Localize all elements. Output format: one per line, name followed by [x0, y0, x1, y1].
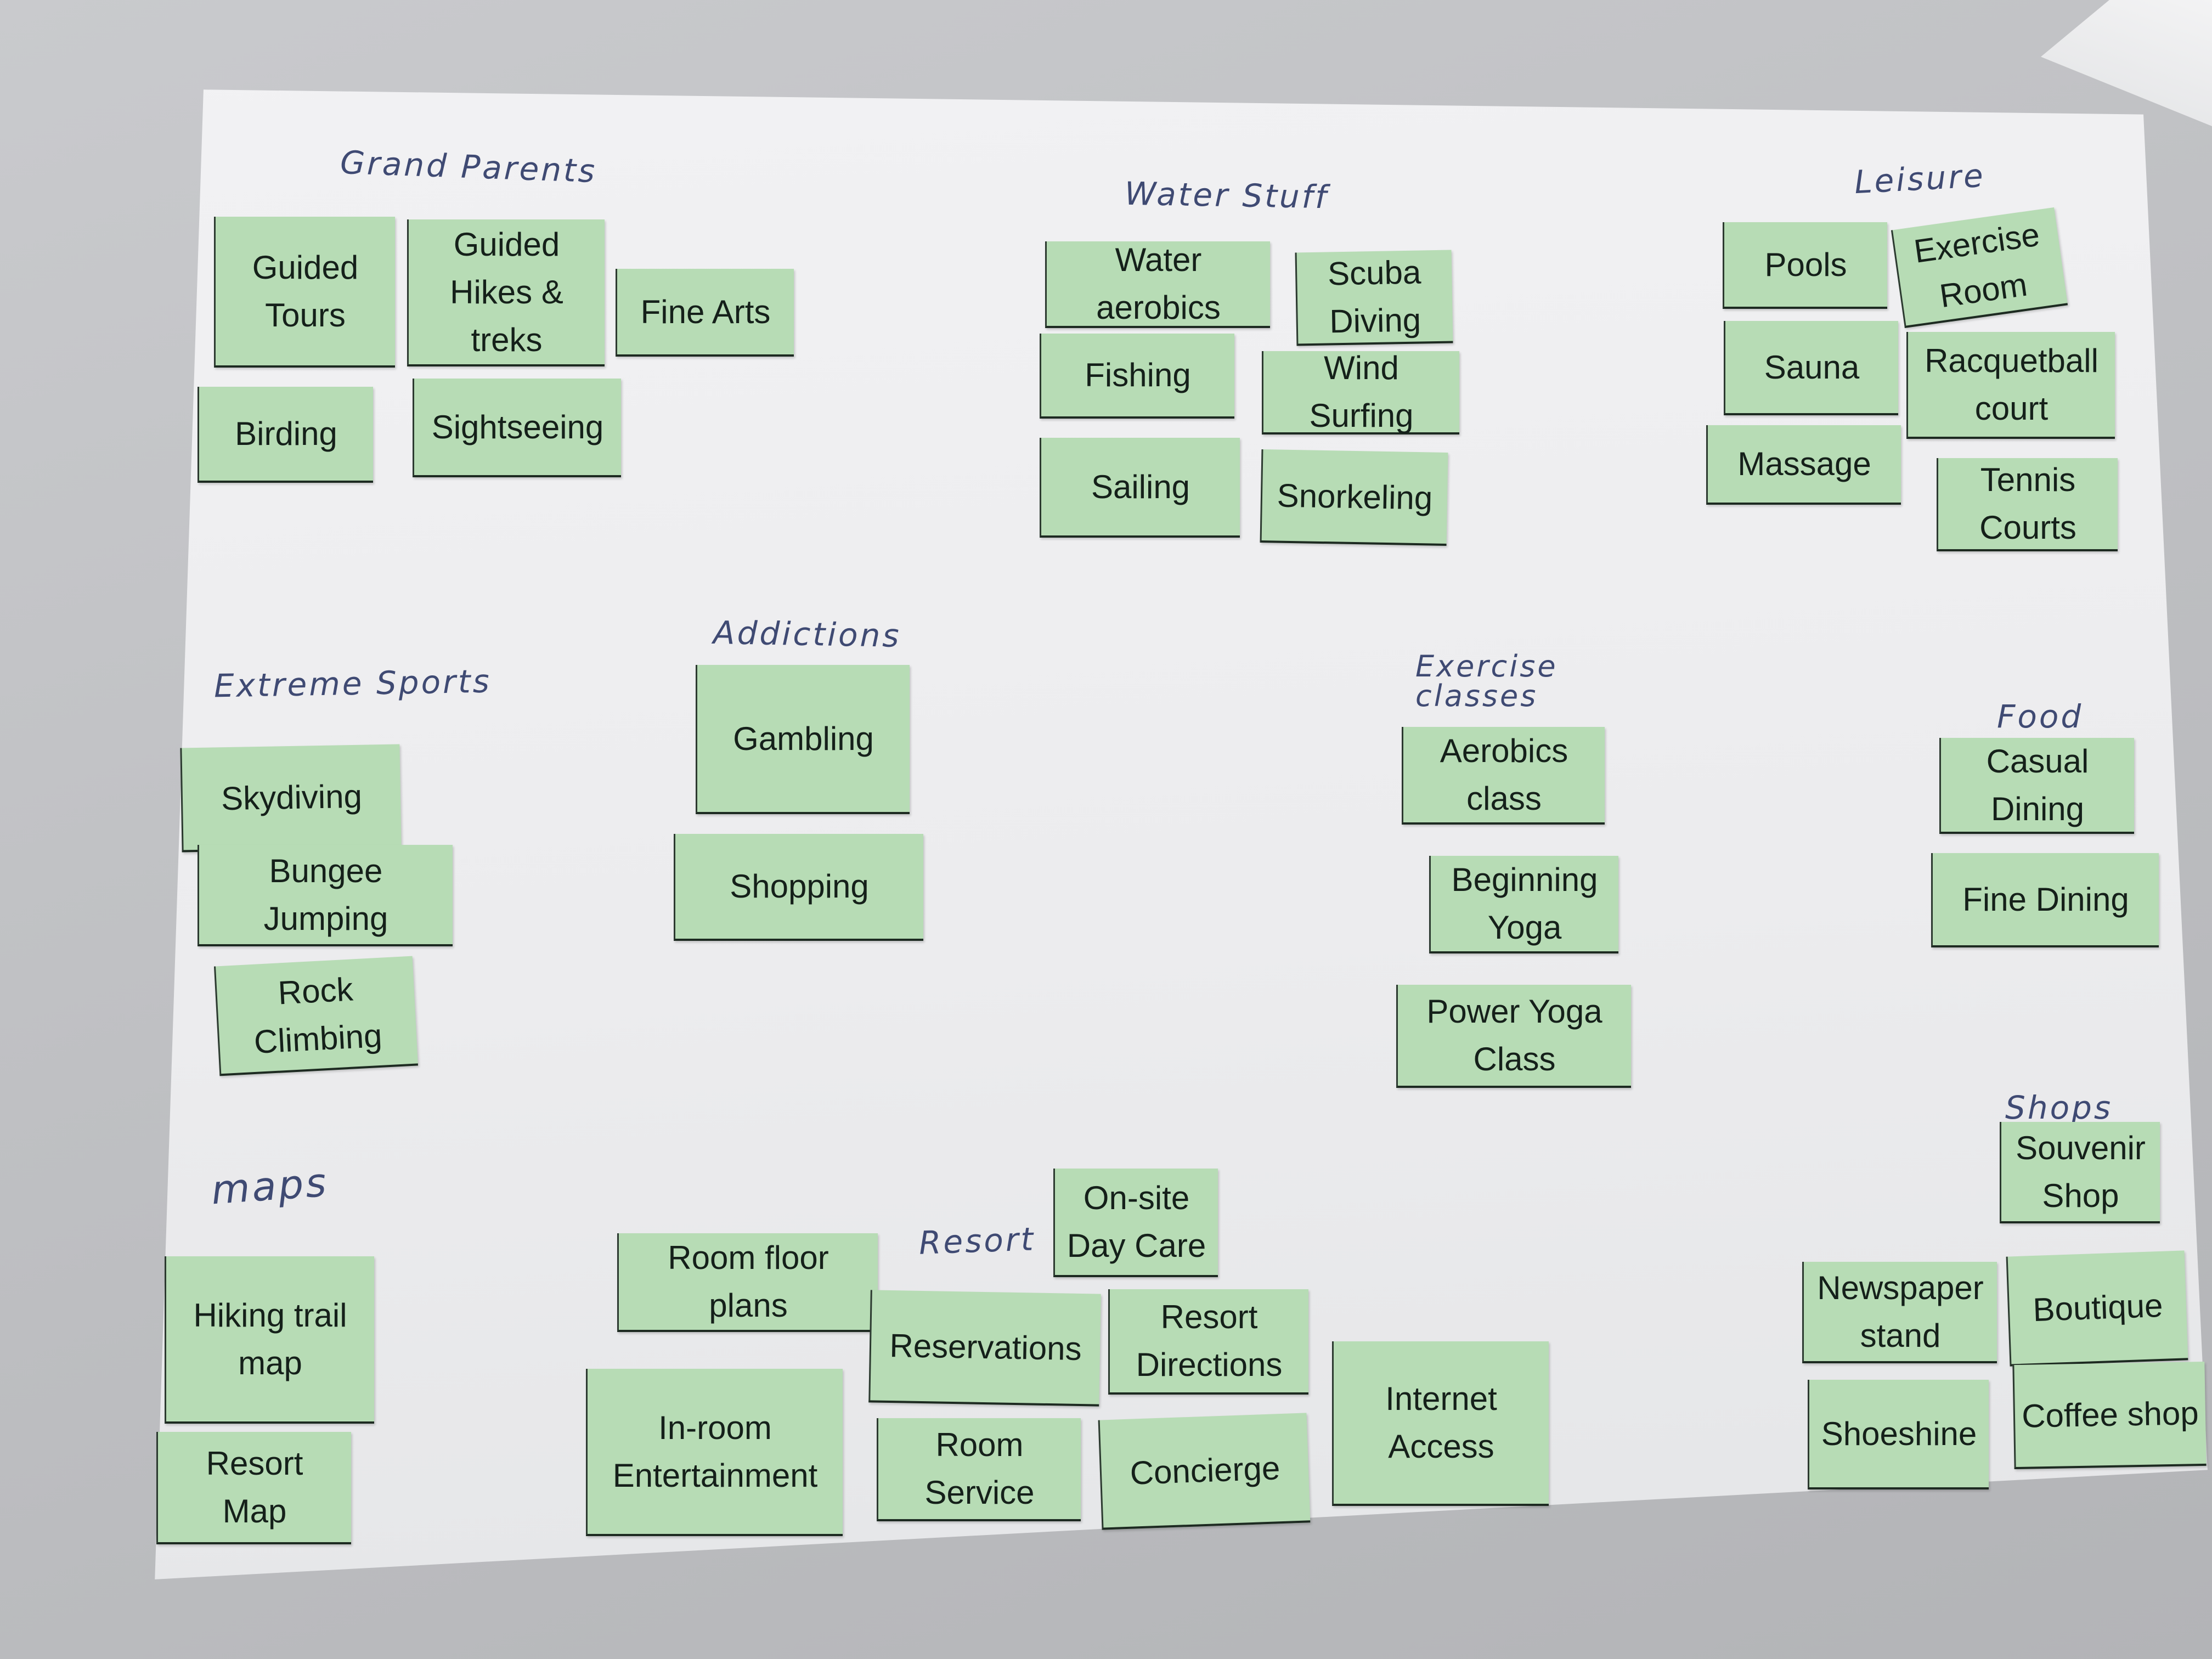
card-casual-dining[interactable]: Casual Dining — [1939, 738, 2134, 834]
card-massage[interactable]: Massage — [1706, 425, 1901, 505]
card-label: Birding — [235, 415, 337, 452]
card-label: Resort Map — [206, 1444, 303, 1530]
card-fine-arts[interactable]: Fine Arts — [616, 269, 794, 357]
card-label: Guided Tours — [252, 249, 359, 334]
card-sightseeing[interactable]: Sightseeing — [413, 379, 621, 477]
card-coffee-shop[interactable]: Coffee shop — [2012, 1361, 2207, 1470]
card-label: Sailing — [1091, 468, 1190, 505]
heading-exercise-classes: Exercise classes — [1415, 649, 1558, 713]
heading-food: Food — [1997, 698, 2084, 735]
heading-leisure: Leisure — [1853, 156, 1987, 201]
card-shopping[interactable]: Shopping — [674, 834, 923, 941]
card-label: Reservations — [889, 1327, 1082, 1368]
card-label: Souvenir Shop — [2016, 1129, 2146, 1214]
card-label: Snorkeling — [1277, 477, 1433, 516]
card-aerobics-class[interactable]: Aerobics class — [1402, 727, 1605, 825]
card-label: Rock Climbing — [253, 970, 383, 1060]
card-label: Scuba Diving — [1327, 253, 1421, 340]
card-label: In-room Entertainment — [612, 1409, 818, 1494]
card-label: Internet Access — [1385, 1380, 1497, 1465]
heading-resort: Resort — [918, 1220, 1036, 1262]
card-resort-directions[interactable]: Resort Directions — [1108, 1289, 1308, 1395]
card-scuba-diving[interactable]: Scuba Diving — [1295, 250, 1453, 346]
card-resort-map[interactable]: Resort Map — [156, 1432, 351, 1544]
card-concierge[interactable]: Concierge — [1098, 1413, 1311, 1530]
card-label: Beginning Yoga — [1451, 861, 1598, 946]
card-label: Coffee shop — [2021, 1394, 2199, 1435]
card-label: Fine Dining — [1962, 881, 2129, 918]
card-label: Aerobics class — [1440, 732, 1568, 817]
card-label: Boutique — [2032, 1286, 2164, 1328]
card-birding[interactable]: Birding — [198, 387, 373, 483]
card-tennis-courts[interactable]: Tennis Courts — [1937, 458, 2118, 551]
heading-water-stuff: Water Stuff — [1124, 174, 1329, 216]
card-room-floor-plans[interactable]: Room floor plans — [617, 1233, 878, 1332]
card-reservations[interactable]: Reservations — [868, 1290, 1101, 1407]
card-boutique[interactable]: Boutique — [2006, 1250, 2188, 1367]
heading-shops: Shops — [2005, 1089, 2113, 1126]
card-in-room-entertainment[interactable]: In-room Entertainment — [586, 1369, 843, 1536]
card-label: Pools — [1764, 246, 1847, 283]
card-skydiving[interactable]: Skydiving — [180, 744, 402, 853]
heading-extreme-sports: Extreme Sports — [213, 662, 492, 705]
card-room-service[interactable]: Room Service — [877, 1418, 1081, 1521]
card-label: Skydiving — [221, 777, 363, 817]
card-guided-hikes-treks[interactable]: Guided Hikes & treks — [407, 219, 605, 366]
card-label: Casual Dining — [1986, 742, 2089, 827]
card-label: Tennis Courts — [1979, 461, 2076, 546]
card-label: Massage — [1737, 445, 1871, 482]
heading-addictions: Addictions — [713, 614, 902, 654]
card-rock-climbing[interactable]: Rock Climbing — [214, 956, 418, 1076]
card-label: Water aerobics — [1096, 241, 1221, 326]
card-label: Bungee Jumping — [263, 852, 388, 937]
card-label: Resort Directions — [1136, 1299, 1283, 1383]
card-pools[interactable]: Pools — [1723, 222, 1887, 309]
card-label: Fishing — [1085, 357, 1191, 393]
card-label: Power Yoga Class — [1426, 993, 1602, 1077]
card-hiking-trail-map[interactable]: Hiking trail map — [165, 1256, 374, 1424]
card-label: Room floor plans — [668, 1239, 829, 1324]
card-souvenir-shop[interactable]: Souvenir Shop — [2000, 1122, 2160, 1223]
card-label: Exercise Room — [1911, 216, 2042, 315]
card-on-site-day-care[interactable]: On-site Day Care — [1053, 1169, 1218, 1277]
card-power-yoga-class[interactable]: Power Yoga Class — [1396, 985, 1631, 1088]
card-fishing[interactable]: Fishing — [1040, 334, 1234, 419]
card-label: Hiking trail map — [193, 1296, 347, 1381]
card-bungee-jumping[interactable]: Bungee Jumping — [198, 845, 453, 946]
card-label: Sauna — [1764, 348, 1860, 386]
card-label: Sightseeing — [431, 408, 604, 445]
card-racquetball-court[interactable]: Racquetball court — [1906, 332, 2115, 439]
card-label: Racquetball court — [1925, 342, 2098, 427]
card-label: Newspaper stand — [1817, 1269, 1984, 1354]
card-fine-dining[interactable]: Fine Dining — [1931, 853, 2159, 947]
card-wind-surfing[interactable]: Wind Surfing — [1262, 349, 1459, 435]
heading-maps: maps — [210, 1159, 330, 1214]
card-label: On-site Day Care — [1066, 1180, 1206, 1264]
card-newspaper-stand[interactable]: Newspaper stand — [1802, 1262, 1997, 1363]
card-gambling[interactable]: Gambling — [696, 665, 910, 814]
card-water-aerobics[interactable]: Water aerobics — [1045, 241, 1270, 328]
card-guided-tours[interactable]: Guided Tours — [214, 217, 395, 368]
card-label: Shoeshine — [1821, 1415, 1977, 1452]
card-sailing[interactable]: Sailing — [1040, 438, 1240, 538]
card-label: Fine Arts — [640, 293, 771, 330]
card-internet-access[interactable]: Internet Access — [1332, 1341, 1549, 1506]
card-shoeshine[interactable]: Shoeshine — [1808, 1380, 1989, 1489]
card-label: Room Service — [924, 1426, 1035, 1511]
card-label: Shopping — [730, 868, 869, 905]
card-label: Concierge — [1129, 1449, 1281, 1492]
card-label: Wind Surfing — [1309, 349, 1414, 434]
card-label: Gambling — [733, 720, 874, 757]
card-label: Guided Hikes & treks — [450, 225, 563, 358]
card-snorkeling[interactable]: Snorkeling — [1260, 449, 1448, 546]
background-paper-corner — [2041, 0, 2212, 126]
card-beginning-yoga[interactable]: Beginning Yoga — [1429, 856, 1618, 953]
card-sauna[interactable]: Sauna — [1724, 321, 1898, 415]
